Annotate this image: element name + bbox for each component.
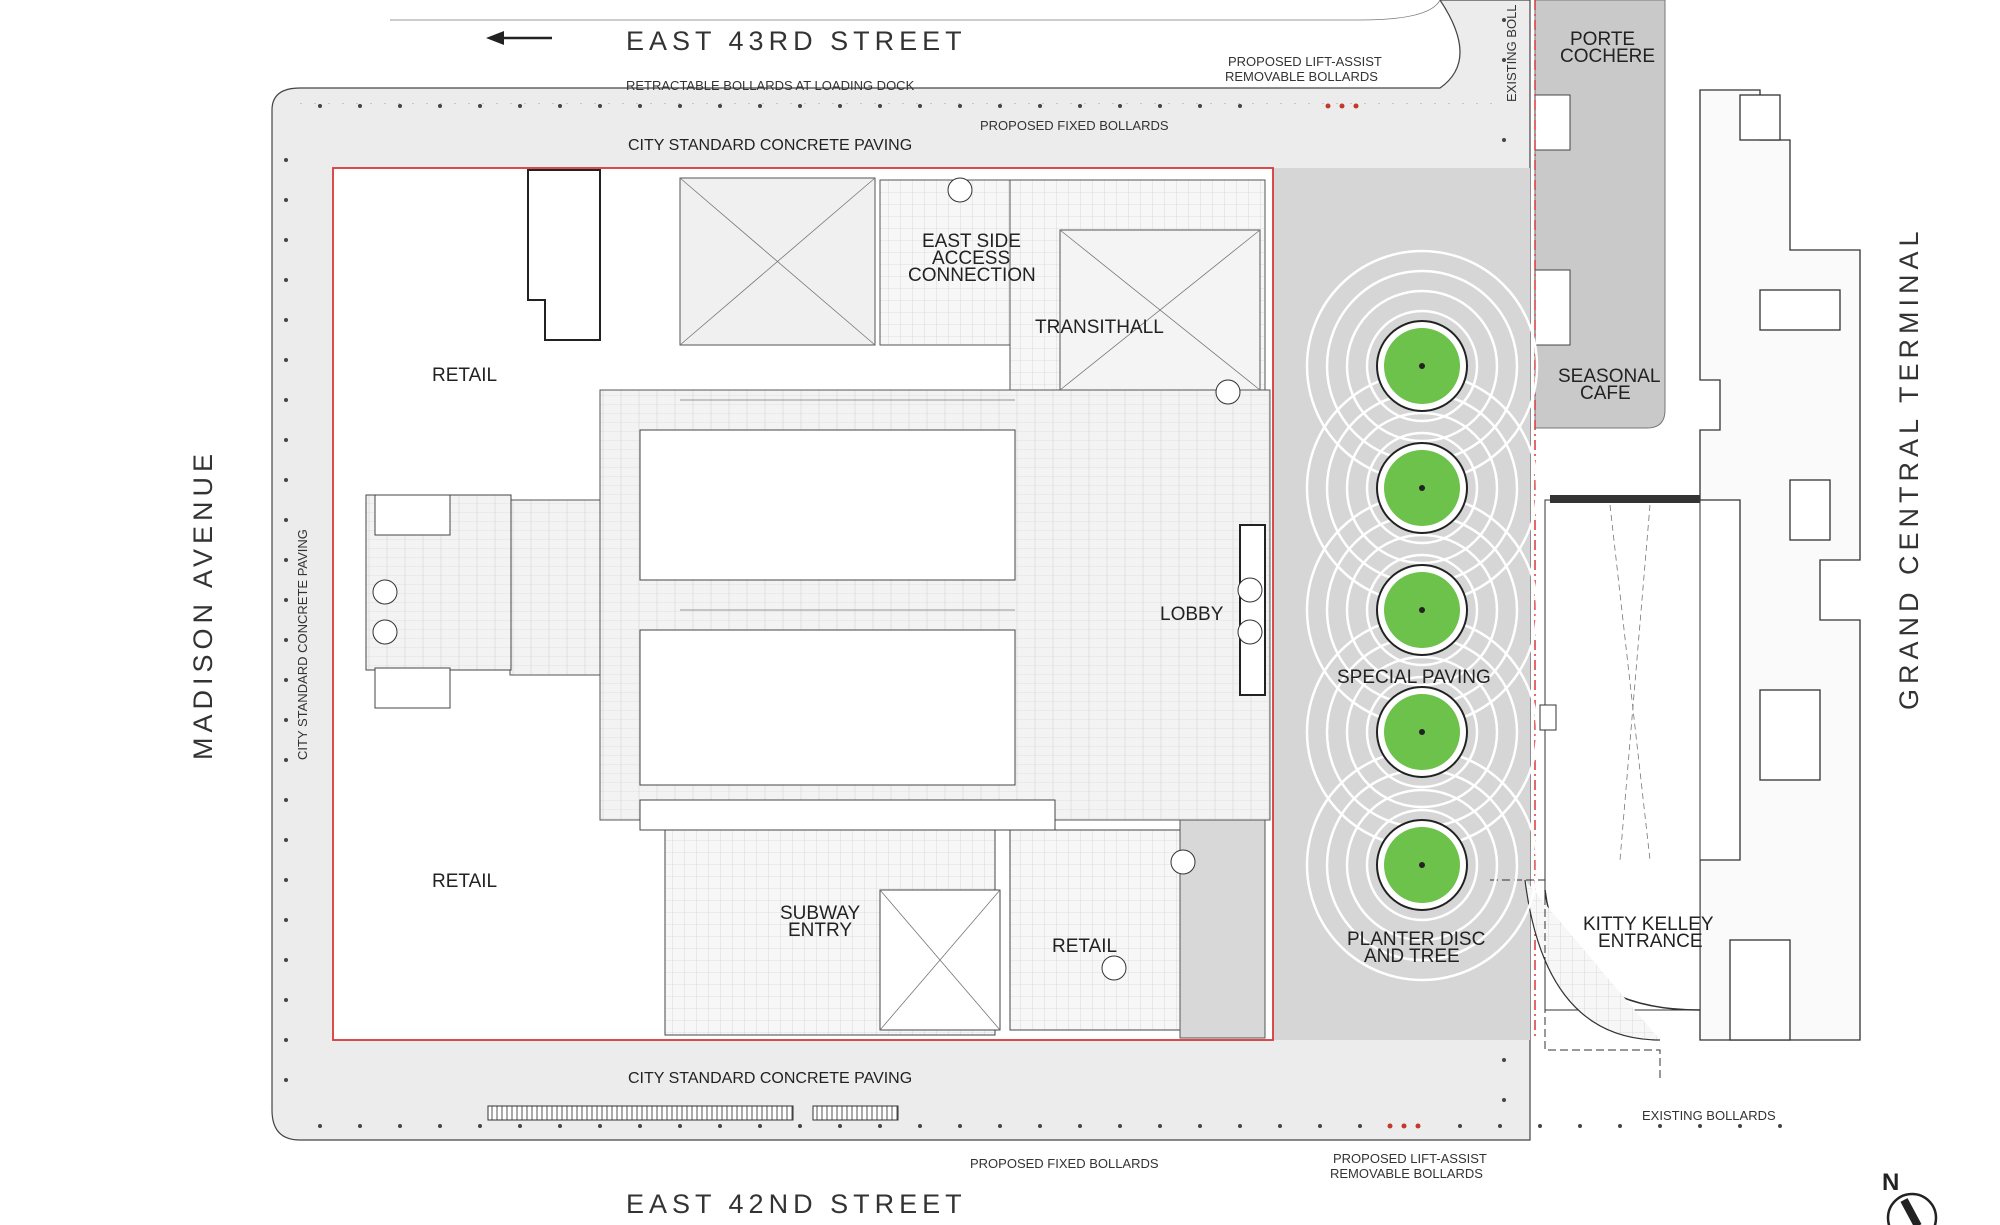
porte-cochere-block-1: [1534, 94, 1571, 151]
note-lift-assist-south-1: PROPOSED LIFT-ASSIST: [1333, 1151, 1487, 1166]
bollards-west: [284, 158, 288, 1082]
vent-grate-2: [812, 1105, 899, 1121]
room-east-side-2: ACCESS: [932, 248, 1010, 269]
room-retail-sw: RETAIL: [432, 871, 497, 892]
vent-grate-1: [487, 1105, 794, 1121]
room-porte-2: COCHERE: [1560, 46, 1655, 67]
note-lift-assist-south-2: REMOVABLE BOLLARDS: [1330, 1166, 1483, 1181]
street-east-43rd: EAST 43RD STREET: [626, 26, 967, 56]
room-subway-1: SUBWAY: [780, 903, 861, 924]
planter-trees: [1376, 320, 1468, 911]
note-paving-north: CITY STANDARD CONCRETE PAVING: [628, 137, 912, 154]
room-cafe-1: SEASONAL: [1558, 366, 1660, 387]
room-kitty-1: KITTY KELLEY: [1583, 914, 1714, 935]
street-grand-central: GRAND CENTRAL TERMINAL: [1894, 226, 1924, 710]
label-planter-2: AND TREE: [1364, 946, 1460, 967]
room-porte-1: PORTE: [1570, 29, 1635, 50]
grand-central-outline: [1699, 89, 1861, 1041]
label-special-paving: SPECIAL PAVING: [1337, 667, 1491, 688]
note-fixed-bollards-south: PROPOSED FIXED BOLLARDS: [970, 1156, 1159, 1171]
label-planter-1: PLANTER DISC: [1347, 929, 1485, 950]
bollards-red: [1325, 103, 1421, 1129]
room-retail-nw: RETAIL: [432, 365, 497, 386]
note-paving-south: CITY STANDARD CONCRETE PAVING: [628, 1070, 912, 1087]
kitty-kelley-entrance: [1490, 495, 1701, 1080]
room-lobby: LOBBY: [1160, 604, 1224, 625]
note-lift-assist-north-2: REMOVABLE BOLLARDS: [1225, 69, 1378, 84]
porte-cochere-block-2: [1534, 269, 1571, 346]
note-retractable-bollards: RETRACTABLE BOLLARDS AT LOADING DOCK: [626, 78, 915, 93]
note-existing-bollards-vertical: EXISTING BOLL: [1504, 4, 1519, 102]
street-east-42nd: EAST 42ND STREET: [626, 1189, 967, 1219]
room-transithall: TRANSITHALL: [1035, 317, 1164, 338]
curb-line: [390, 0, 1441, 21]
note-existing-bollards: EXISTING BOLLARDS: [1642, 1108, 1776, 1123]
room-retail-s: RETAIL: [1052, 936, 1117, 957]
north-arrow-label: N: [1882, 1169, 1899, 1196]
building: [332, 167, 1274, 1041]
note-fixed-bollards-north: PROPOSED FIXED BOLLARDS: [980, 118, 1169, 133]
room-subway-2: ENTRY: [788, 920, 852, 941]
traffic-arrow: [486, 31, 552, 45]
note-lift-assist-north-1: PROPOSED LIFT-ASSIST: [1228, 54, 1382, 69]
room-east-side-1: EAST SIDE: [922, 231, 1021, 252]
street-madison: MADISON AVENUE: [188, 449, 218, 760]
bollards-north: [318, 104, 1242, 108]
note-paving-west: CITY STANDARD CONCRETE PAVING: [295, 529, 310, 760]
room-east-side-3: CONNECTION: [908, 265, 1036, 286]
north-arrow: [1886, 1192, 1938, 1225]
room-kitty-2: ENTRANCE: [1598, 931, 1703, 952]
room-cafe-2: CAFE: [1580, 383, 1631, 404]
bollards-south: [318, 1124, 1782, 1128]
